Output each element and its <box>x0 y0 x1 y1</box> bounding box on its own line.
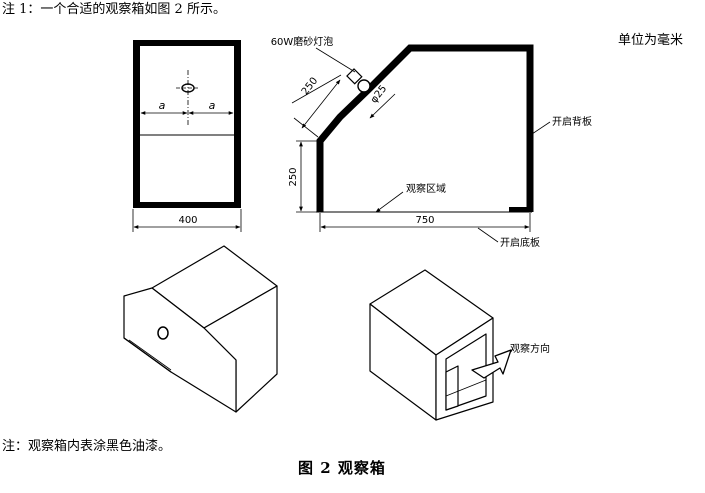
bottom-panel-leader <box>477 227 499 243</box>
bottom-panel-label: 开启底板 <box>500 236 540 249</box>
front-isometric-view <box>123 245 278 413</box>
view-direction-label: 观察方向 <box>510 342 550 355</box>
area-label: 观察区域 <box>406 182 446 195</box>
lamp-label: 60W磨砂灯泡 <box>271 35 334 48</box>
slant-dim-line <box>301 79 341 129</box>
figure-caption: 图 2 观察箱 <box>298 459 386 477</box>
note-top: 注 1：一个合适的观察箱如图 2 所示。 <box>2 2 226 17</box>
ext-line <box>293 117 319 138</box>
note-bottom: 注：观察箱内表涂黑色油漆。 <box>2 439 172 454</box>
length-dim-label: 750 <box>415 215 434 226</box>
rear-isometric-view: 观察方向 <box>369 269 550 421</box>
lamp-leader <box>315 47 356 73</box>
width-dim-label: 400 <box>178 215 197 226</box>
lamp-bulb-icon <box>346 68 371 93</box>
offset-label-right: a <box>209 99 216 112</box>
offset-label-left: a <box>159 99 166 112</box>
back-panel-label: 开启背板 <box>552 115 592 128</box>
view-direction-arrow-icon <box>471 349 512 379</box>
slant-dim-label: 250 <box>300 76 320 98</box>
side-view: 60W磨砂灯泡 250 φ25 250 750 开启背板 观察区域 <box>271 35 592 249</box>
front-view: a a 400 <box>132 40 242 232</box>
rear-iso-inner-wall <box>445 365 459 411</box>
diameter-leader <box>369 93 396 119</box>
rear-iso-inner-edge <box>445 379 487 397</box>
back-panel-leader <box>531 121 551 135</box>
units-label: 单位为毫米 <box>618 33 684 48</box>
height-dim-label: 250 <box>288 167 299 186</box>
bottom-hinge <box>509 207 530 212</box>
iso-edge <box>123 337 172 373</box>
iso-lamp-hole-icon <box>157 326 169 340</box>
area-leader <box>375 191 404 213</box>
iso-front-face <box>123 287 237 413</box>
ext-line <box>291 74 342 104</box>
iso-edge <box>128 339 172 371</box>
front-view-frame <box>133 40 241 208</box>
